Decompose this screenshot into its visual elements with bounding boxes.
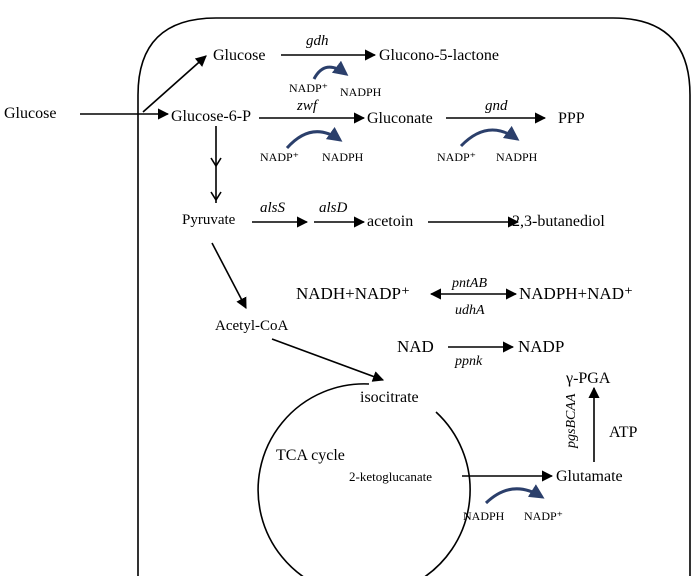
gdh-cofactor-nadph: NADPH (340, 85, 382, 99)
butanediol-label: 2,3-butanediol (512, 213, 605, 230)
acetylcoa-to-isocitrate-arrow (271, 338, 385, 382)
zwf-enzyme-label: zwf (296, 98, 319, 114)
pyruvate-to-acetylcoa-arrow (211, 242, 247, 309)
glutamate-cofactor-nadp: NADP⁺ (524, 509, 563, 523)
gnd-cofactor-arc (459, 125, 520, 148)
pga-label: γ-PGA (565, 370, 611, 387)
acetyl-coa-label: Acetyl-CoA (215, 318, 288, 334)
alsS-enzyme-label: alsS (260, 200, 286, 216)
transhydrogenase-left-label: NADH+NADP⁺ (296, 284, 410, 303)
zwf-cofactor-arc (285, 126, 343, 150)
ppp-label: PPP (558, 110, 585, 127)
glutamate-cofactor-arc (484, 484, 545, 505)
alsD-enzyme-label: alsD (319, 200, 348, 216)
gnd-cofactor-nadp: NADP⁺ (437, 150, 476, 164)
tca-cycle-label: TCA cycle (276, 447, 345, 464)
tca-cycle-circle (257, 383, 471, 576)
gnd-enzyme-label: gnd (485, 98, 508, 114)
gdh-cofactor-arc (312, 60, 349, 80)
pyruvate-label: Pyruvate (182, 212, 236, 228)
glucono-lactone-label: Glucono-5-lactone (379, 47, 499, 64)
glycolysis-arrowhead-1 (210, 157, 222, 168)
gdh-cofactor-nadp: NADP⁺ (289, 81, 328, 95)
glutamate-cofactor-nadph: NADPH (463, 509, 505, 523)
cell-boundary (137, 17, 691, 576)
glucose-to-intracellular-arrow (142, 55, 207, 113)
pgsBCAA-enzyme-label: pgsBCAA (564, 393, 579, 449)
transhydrogenase-right-label: NADPH+NAD⁺ (519, 284, 633, 303)
acetoin-label: acetoin (367, 213, 413, 230)
nad-label: NAD (397, 337, 434, 356)
glucose-external-label: Glucose (4, 105, 56, 122)
udhA-enzyme-label: udhA (455, 303, 485, 318)
zwf-cofactor-nadp: NADP⁺ (260, 150, 299, 164)
glutamate-label: Glutamate (556, 468, 623, 485)
glycolysis-arrowhead-2 (210, 191, 222, 202)
glucose-6-p-label: Glucose-6-P (171, 108, 251, 125)
zwf-cofactor-nadph: NADPH (322, 150, 364, 164)
atp-label: ATP (609, 424, 638, 441)
ketoglucanate-label: 2-ketoglucanate (349, 469, 432, 484)
glucose-internal-label: Glucose (213, 47, 265, 64)
isocitrate-label: isocitrate (360, 389, 419, 406)
gdh-enzyme-label: gdh (306, 33, 329, 49)
ppnk-enzyme-label: ppnk (454, 354, 483, 369)
pntAB-enzyme-label: pntAB (451, 276, 487, 291)
gluconate-label: Gluconate (367, 110, 433, 127)
gnd-cofactor-nadph: NADPH (496, 150, 538, 164)
nadp-label: NADP (518, 337, 564, 356)
